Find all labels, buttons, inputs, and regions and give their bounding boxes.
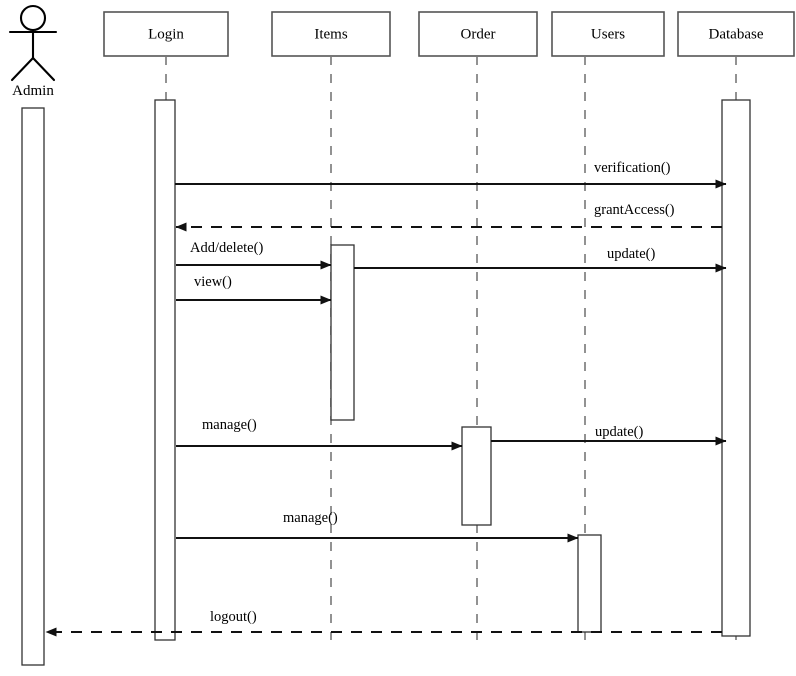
message-label-update-order: update() bbox=[595, 424, 643, 440]
actor-left-leg-line bbox=[10, 56, 35, 82]
activation-bar-database bbox=[721, 99, 751, 637]
lifeline-label-login: Login bbox=[148, 26, 184, 42]
message-label-manage-users: manage() bbox=[283, 510, 338, 526]
message-label-view: view() bbox=[194, 274, 232, 290]
lifelines-group: Login Items Order Users Database bbox=[103, 11, 795, 640]
activation-bars-group bbox=[21, 99, 751, 666]
lifeline-label-order: Order bbox=[461, 26, 496, 42]
lifeline-header-database[interactable] bbox=[677, 11, 795, 57]
activation-bar-items bbox=[330, 244, 355, 421]
activation-bar-admin bbox=[21, 107, 45, 666]
activation-bar-users bbox=[577, 534, 602, 633]
message-label-verification: verification() bbox=[594, 160, 671, 176]
message-label-manage-order: manage() bbox=[202, 417, 257, 433]
lifeline-header-order[interactable] bbox=[418, 11, 538, 57]
activation-bar-login bbox=[154, 99, 176, 641]
activation-bar-order bbox=[461, 426, 492, 526]
lifeline-label-items: Items bbox=[314, 26, 347, 42]
lifeline-label-database: Database bbox=[709, 26, 764, 42]
actor-admin: Admin bbox=[8, 4, 58, 99]
lifeline-header-items[interactable] bbox=[271, 11, 391, 57]
lifeline-header-users[interactable] bbox=[551, 11, 665, 57]
message-label-grantAccess: grantAccess() bbox=[594, 202, 675, 218]
actor-head-icon bbox=[19, 4, 47, 32]
actor-right-leg-line bbox=[31, 56, 56, 82]
lifeline-header-login[interactable] bbox=[103, 11, 229, 57]
actor-label: Admin bbox=[12, 83, 54, 99]
message-label-add-delete: Add/delete() bbox=[190, 240, 263, 256]
message-label-logout: logout() bbox=[210, 609, 257, 625]
lifeline-label-users: Users bbox=[591, 26, 625, 42]
messages-group: verification() grantAccess() Add/delete() u… bbox=[45, 160, 727, 637]
message-label-update-items: update() bbox=[607, 246, 655, 262]
